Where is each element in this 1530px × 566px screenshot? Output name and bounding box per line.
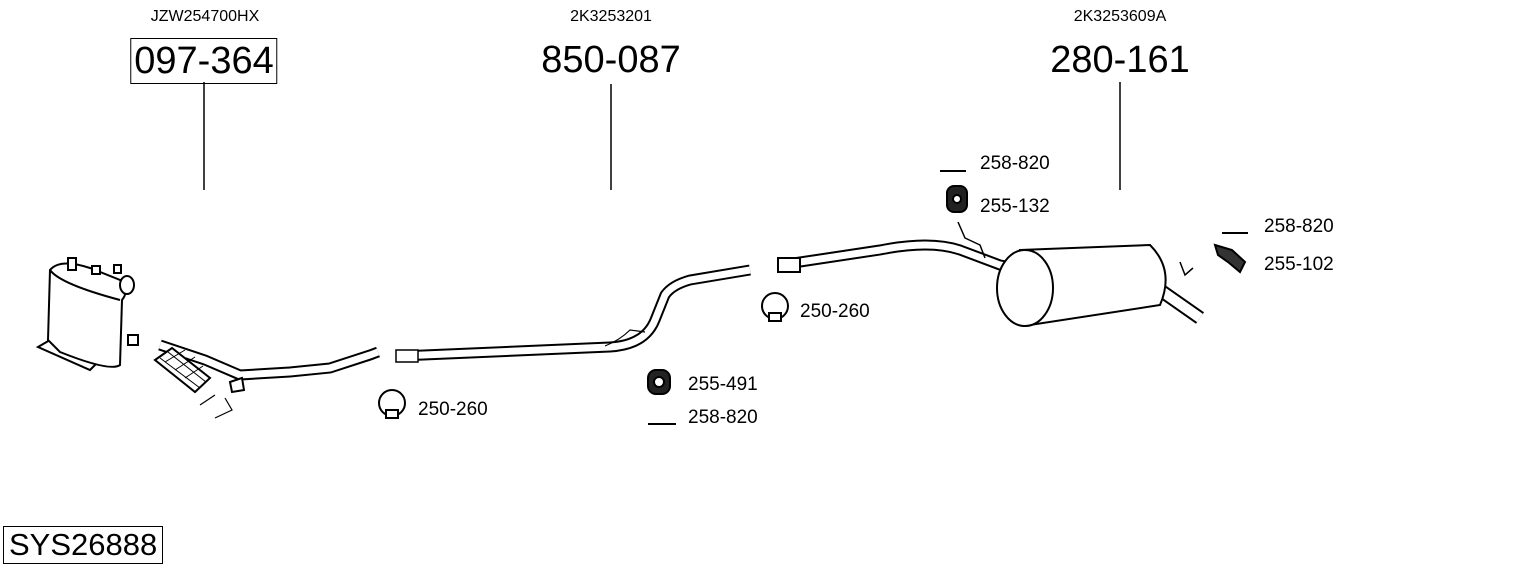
middle-pipe xyxy=(395,264,751,363)
accessory-label[interactable]: 255-491 xyxy=(688,374,758,395)
accessory-label[interactable]: 250-260 xyxy=(800,301,870,322)
part-number-label[interactable]: 850-087 xyxy=(541,39,681,81)
rubber-mount-icon xyxy=(946,185,968,213)
oe-number: JZW254700HX xyxy=(150,8,260,25)
accessory-label[interactable]: 250-260 xyxy=(418,399,488,420)
part-number-label[interactable]: 097-364 xyxy=(130,38,278,84)
rear-silencer xyxy=(777,221,1205,327)
accessory-label[interactable]: 258-820 xyxy=(980,153,1050,174)
diesel-particulate-filter xyxy=(35,257,380,419)
rubber-mount-icon xyxy=(647,369,671,395)
bracket-icon xyxy=(1213,243,1247,274)
clamp-icon xyxy=(378,389,406,419)
clamp-icon xyxy=(761,292,789,322)
accessory-label[interactable]: 255-102 xyxy=(1264,254,1334,275)
accessory-label[interactable]: 255-132 xyxy=(980,196,1050,217)
oe-number: 2K3253201 xyxy=(570,8,652,25)
oe-number: 2K3253609A xyxy=(1073,8,1167,25)
accessory-label[interactable]: 258-820 xyxy=(1264,216,1334,237)
part-number-label[interactable]: 280-161 xyxy=(1050,39,1190,81)
system-number: SYS26888 xyxy=(3,526,164,564)
accessory-label[interactable]: 258-820 xyxy=(688,407,758,428)
